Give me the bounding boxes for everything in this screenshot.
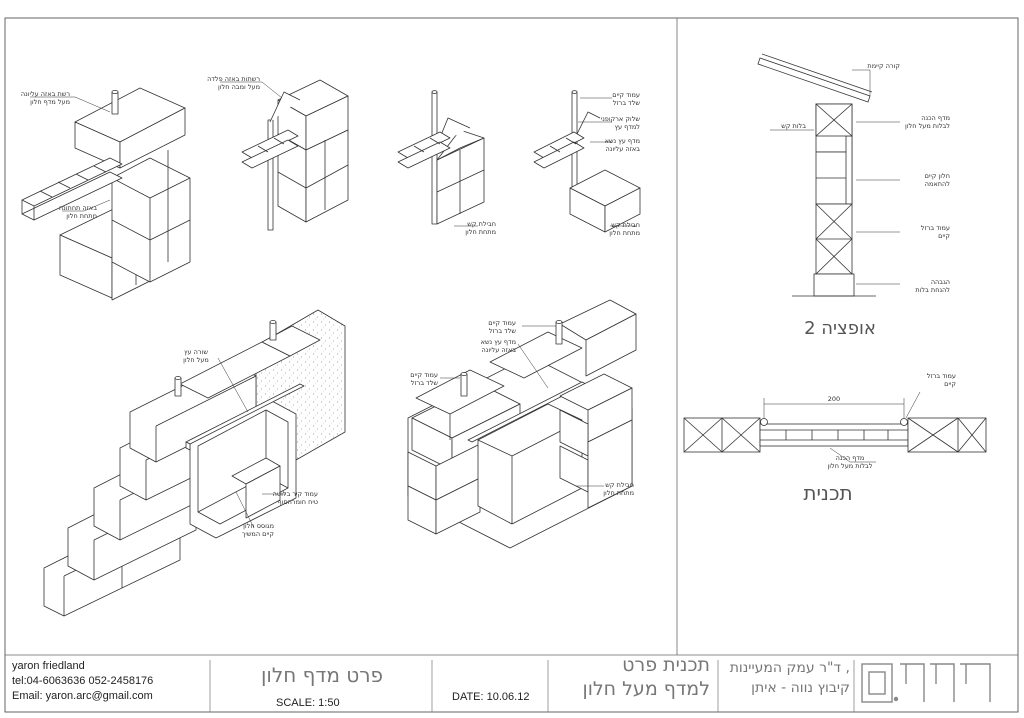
plan-drawing <box>683 398 987 453</box>
drawing-title-line-2: למדף מעל חלון <box>582 678 710 700</box>
wall-1-isometric <box>43 309 346 617</box>
section-drawing <box>757 53 876 297</box>
wall-1-label-b-2: טיח חומרהסוף <box>278 498 318 506</box>
section-label-e: עמוד ברזל <box>921 224 950 232</box>
detail-1-label-bottom: באזה תחתונה <box>59 204 97 212</box>
plan-dimension: 200 <box>828 395 840 403</box>
scale-label: SCALE: 1:50 <box>276 697 340 709</box>
detail-3-isometric <box>397 90 485 225</box>
detail-2-label: רשתות באזה פלדה <box>207 75 260 83</box>
detail-1-leaders <box>30 96 111 212</box>
detail-1-label-bottom-2: מתחת חלון <box>66 212 97 220</box>
wall-1-label-c: מגוסס חלון <box>243 522 274 530</box>
detail-4-label-d: חבילת קש <box>611 221 640 229</box>
wall-2-label-d-2: מתחת חלון <box>603 489 634 497</box>
author-name: yaron friedland <box>12 660 85 672</box>
section-label-d-2: להתאמה <box>925 180 951 188</box>
client-line-1: ד"ר עמק המעיינות , <box>729 660 850 676</box>
wall-1-label-a-2: מעל חלון <box>183 356 209 364</box>
plan-label-a-2: קיים <box>944 380 956 388</box>
subject-title: פרט מדף חלון <box>260 663 384 687</box>
detail-1-label-top: רשת באזה עליונה <box>21 90 70 98</box>
section-leaders <box>770 69 900 285</box>
detail-2-isometric <box>241 79 349 231</box>
wall-2-label-d: חבילת קש <box>605 481 634 489</box>
detail-4-label-c: מדף עץ נשא <box>605 137 640 145</box>
drawing-title-line-1: תכנית פרט <box>622 654 710 676</box>
wall-1-label-c-2: קיים המשיך <box>242 530 274 538</box>
detail-2-label-2: מעל ומבה חלון <box>218 83 260 91</box>
wall-2-label-c-2: שלד ברזל <box>411 379 439 387</box>
detail-3-label-2: מתחת חלון <box>465 228 496 236</box>
detail-1-isometric <box>21 87 191 301</box>
date-label: DATE: 10.06.12 <box>452 691 530 703</box>
detail-4-leaders <box>578 97 636 227</box>
wall-2-label-a-2: שלד ברזל <box>489 327 517 335</box>
detail-1-label-top-2: מעל מדף חלון <box>30 98 70 106</box>
wall-2-label-b-2: באזה עליונה <box>481 346 516 354</box>
plan-label-b: מדף הכנה <box>836 454 865 462</box>
section-label-a: קורה קיימת <box>867 62 900 70</box>
wall-2-label-b: מדף עץ נשא <box>481 338 516 346</box>
wall-2-isometric <box>407 299 637 549</box>
detail-4-label-c-2: באזה עליונה <box>605 145 640 153</box>
wall-2-leaders <box>440 325 604 487</box>
author-email: Email: yaron.arc@gmail.com <box>12 690 153 702</box>
wall-1-leaders <box>217 357 286 529</box>
detail-2-leader <box>220 81 283 99</box>
wall-2-label-c: עמוד קיים <box>410 371 438 379</box>
client-line-2: קיבוץ נווה - איתן <box>751 680 850 696</box>
sheet-border <box>4 17 1019 713</box>
wall-2-label-a: עמוד קיים <box>488 319 516 327</box>
detail-4-label-d-2: מתחת חלון <box>609 229 640 237</box>
section-label-b-2: לבלות מעל חלון <box>905 122 950 130</box>
section-label-f: הגבהה <box>931 278 950 286</box>
plan-title: תכנית <box>803 481 852 505</box>
author-phone: tel:04-6063636 052-2458176 <box>12 675 154 687</box>
detail-4-label-b-2: למדף עץ <box>615 123 641 131</box>
detail-3-label: חבילת קש <box>467 220 496 228</box>
detail-4-label-a: עמוד קיים <box>612 91 640 99</box>
plan-label-b-2: לבלות מעל חלון <box>828 462 873 470</box>
detail-4-isometric <box>533 90 641 233</box>
section-label-f-2: להנחת בלות <box>915 286 950 294</box>
logo-mark <box>861 663 991 703</box>
plan-label-a: עמוד ברזל <box>927 372 956 380</box>
section-label-e-2: קיים <box>938 232 950 240</box>
section-label-b: מדף הכנה <box>921 114 950 122</box>
section-label-c: בלות קש <box>781 122 806 130</box>
detail-4-label-a-2: שלד ברזל <box>613 99 641 107</box>
option-title: אופציה 2 <box>804 318 876 339</box>
title-block-grid <box>209 660 855 712</box>
wall-1-label-b: עמוד קיר בלוטה <box>273 490 318 498</box>
section-label-d: חלון קיים <box>925 172 950 180</box>
wall-1-label-a: שורה עץ <box>184 348 208 356</box>
plan-leaders <box>829 391 921 463</box>
detail-4-label-b: שלוק ארקופני <box>601 115 641 123</box>
